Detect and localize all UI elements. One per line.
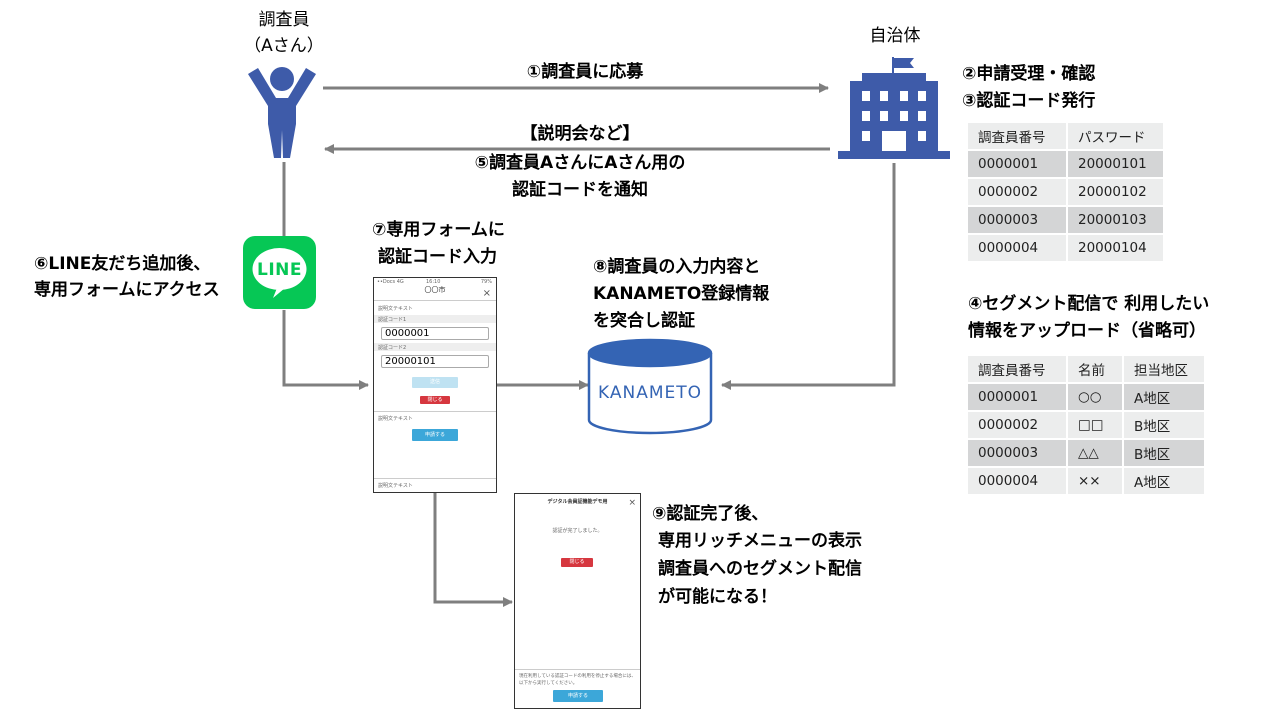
line-logo-text: LINE	[257, 260, 302, 280]
step8-label-2: KANAMETO登録情報	[593, 284, 770, 304]
code1-label: 認証コード1	[378, 317, 407, 323]
table-cell: 0000003	[968, 207, 1068, 235]
table-cell: 0000001	[968, 151, 1068, 179]
table-row: 0000004××A地区	[968, 468, 1206, 496]
table-cell: 20000103	[1068, 207, 1165, 235]
done-close-button[interactable]: 閉じる	[561, 558, 593, 567]
done-title: デジタル会員証機能デモ用	[547, 499, 608, 505]
table-header-row: 調査員番号 パスワード	[968, 123, 1165, 151]
arrow-line-to-form	[282, 310, 369, 390]
step1-label: ①調査員に応募	[526, 62, 644, 82]
table-cell: △△	[1068, 440, 1124, 468]
apply-button[interactable]: 申請する	[412, 429, 458, 441]
status-time: 16:10	[426, 279, 441, 285]
close-icon[interactable]: ×	[482, 288, 491, 299]
table-cell: 0000004	[968, 235, 1068, 263]
table-cell: 0000001	[968, 384, 1068, 412]
investigator-title: 調査員	[258, 10, 310, 30]
step4-label-1: ④セグメント配信で 利用したい	[968, 294, 1210, 314]
step5-label-3: 認証コードを通知	[512, 180, 648, 200]
kanameto-label: KANAMETO	[598, 383, 702, 403]
done-footer-text: 現在利用している認証コードの利用を停止する場合には、以下から実行してください。	[519, 674, 636, 686]
close-icon[interactable]: ×	[628, 498, 636, 508]
table-cell: A地区	[1124, 468, 1206, 496]
table-cell: 0000002	[968, 412, 1068, 440]
code2-label: 認証コード2	[378, 345, 407, 351]
form-description: 説明文テキスト	[378, 306, 413, 312]
step7-label-2: 認証コード入力	[378, 247, 497, 267]
step8-label-3: を突合し認証	[593, 311, 695, 331]
table-header-cell: パスワード	[1068, 123, 1165, 151]
status-carrier: ••Docs 4G	[377, 279, 404, 285]
code2-input[interactable]: 20000101	[381, 355, 489, 368]
table-header-row: 調査員番号 名前 担当地区	[968, 356, 1206, 384]
step6-label-1: ⑥LINE友だち追加後、	[34, 254, 211, 274]
form-phone-screen: ••Docs 4G 16:10 79% 〇〇市 × 説明文テキスト 認証コード1…	[373, 277, 497, 493]
table-row: 0000001○○A地区	[968, 384, 1206, 412]
line-logo-icon: LINE	[243, 236, 316, 309]
arrow-form-to-done	[433, 492, 513, 607]
table-cell: ○○	[1068, 384, 1124, 412]
arrow-municipality-to-db	[721, 163, 896, 390]
done-apply-button[interactable]: 申請する	[553, 690, 603, 702]
step9-label-2: 専用リッチメニューの表示	[658, 531, 862, 551]
table-row: 0000003△△B地区	[968, 440, 1206, 468]
person-icon	[248, 67, 316, 158]
submit-button[interactable]: 送信	[412, 377, 458, 388]
table-cell: A地区	[1124, 384, 1206, 412]
municipality-title: 自治体	[869, 26, 921, 46]
step5-label-2: ⑤調査員AさんにAさん用の	[474, 153, 686, 173]
table-cell: 20000104	[1068, 235, 1165, 263]
status-battery: 79%	[480, 279, 492, 285]
step5-label-1: 【説明会など】	[520, 124, 640, 144]
code1-input[interactable]: 0000001	[381, 327, 489, 340]
form-description-3: 説明文テキスト	[378, 483, 413, 489]
table-cell: □□	[1068, 412, 1124, 440]
form-description-2: 説明文テキスト	[378, 416, 413, 422]
step4-label-2: 情報をアップロード（省略可）	[968, 321, 1206, 341]
table-cell: 0000004	[968, 468, 1068, 496]
table-cell: B地区	[1124, 412, 1206, 440]
step7-label-1: ⑦専用フォームに	[372, 220, 505, 240]
step9-label-3: 調査員へのセグメント配信	[658, 559, 862, 579]
step3-label: ③認証コード発行	[962, 91, 1096, 111]
segment-table: 調査員番号 名前 担当地区 0000001○○A地区 0000002□□B地区 …	[968, 356, 1206, 496]
step2-label: ②申請受理・確認	[962, 64, 1096, 84]
done-phone-screen: デジタル会員証機能デモ用 × 認証が完了しました。 閉じる 現在利用している認証…	[514, 493, 641, 709]
table-header-cell: 担当地区	[1124, 356, 1206, 384]
form-title: 〇〇市	[424, 286, 446, 294]
table-cell: 0000002	[968, 179, 1068, 207]
table-cell: 20000102	[1068, 179, 1165, 207]
close-button[interactable]: 閉じる	[420, 396, 450, 404]
table-header-cell: 名前	[1068, 356, 1124, 384]
step6-label-2: 専用フォームにアクセス	[34, 280, 220, 300]
step9-label-1: ⑨認証完了後、	[652, 504, 769, 524]
investigator-subtitle: （Aさん）	[244, 36, 324, 56]
table-cell: 20000101	[1068, 151, 1165, 179]
table-header-cell: 調査員番号	[968, 356, 1068, 384]
building-icon	[838, 57, 950, 159]
table-cell: 0000003	[968, 440, 1068, 468]
step8-label-1: ⑧調査員の入力内容と	[593, 257, 761, 277]
step9-label-4: が可能になる！	[658, 587, 777, 607]
done-message: 認証が完了しました。	[552, 528, 603, 534]
table-header-cell: 調査員番号	[968, 123, 1068, 151]
kanameto-database-icon	[587, 338, 713, 435]
table-row: 0000002□□B地区	[968, 412, 1206, 440]
table-cell: B地区	[1124, 440, 1206, 468]
table-cell: ××	[1068, 468, 1124, 496]
